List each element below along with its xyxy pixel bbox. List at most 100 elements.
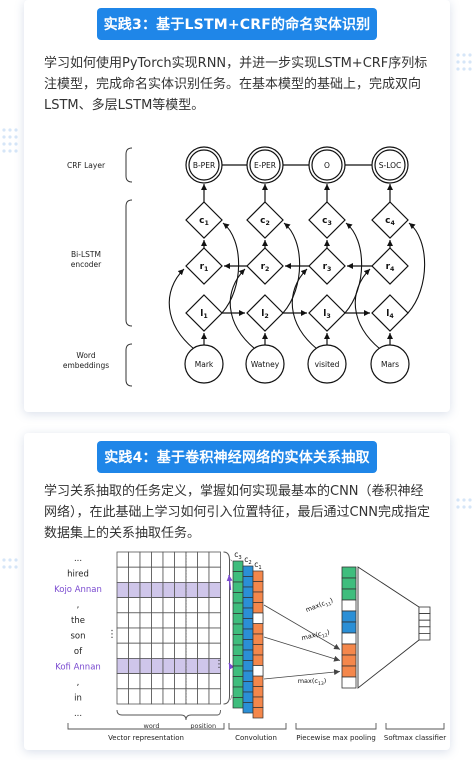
token-label: in <box>74 694 82 704</box>
matrix-cell <box>185 551 198 568</box>
label-softmax-classifier: Softmax classifier <box>384 734 446 742</box>
conv-channel-c2-cell <box>242 702 254 714</box>
matrix-cell <box>139 642 152 659</box>
conv-channel-c2-cell <box>242 639 254 651</box>
conv-channel-c2-cell <box>242 670 254 682</box>
matrix-cell <box>185 627 198 644</box>
matrix-cell <box>197 582 210 599</box>
pool-arrow <box>263 669 341 680</box>
matrix-cell <box>197 688 210 705</box>
matrix-cell <box>185 612 198 629</box>
matrix-cell <box>116 627 129 644</box>
pool-cell <box>341 577 357 590</box>
crf-tag-label: O <box>324 161 330 170</box>
guide-line <box>230 694 233 701</box>
matrix-cell <box>174 566 187 583</box>
matrix-cell <box>151 551 164 568</box>
c-cell-label: c4 <box>385 216 395 227</box>
matrix-cell <box>162 642 175 659</box>
softmax-cell <box>418 619 431 628</box>
matrix-cell <box>162 612 175 629</box>
matrix-cell <box>197 597 210 614</box>
conv-channel-c3-cell <box>232 571 244 583</box>
matrix-cell <box>151 642 164 659</box>
matrix-cell <box>197 642 210 659</box>
pool-arrow <box>263 604 341 650</box>
section-bracket <box>385 723 445 730</box>
practice-4-description: 学习关系抽取的任务定义，掌握如何实现最基本的CNN（卷积神经网络），在此基础上学… <box>44 484 431 541</box>
matrix-cell <box>128 688 141 705</box>
conv-segment-break <box>252 665 264 677</box>
conv-channel-c1-cell <box>252 675 264 687</box>
matrix-cell <box>128 642 141 659</box>
matrix-cell <box>151 673 164 690</box>
matrix-cell <box>162 688 175 705</box>
matrix-cell <box>174 582 187 599</box>
label-embeddings: embeddings <box>63 361 109 370</box>
matrix-bracket <box>223 551 230 705</box>
matrix-cell <box>174 673 187 690</box>
matrix-cell <box>185 673 198 690</box>
conv-channel-c3-cell <box>232 634 244 646</box>
section-bracket <box>228 723 287 730</box>
matrix-cell <box>208 551 221 568</box>
crf-tag-node-inner <box>249 149 281 181</box>
r-cell-label: r3 <box>323 262 332 273</box>
matrix-cell <box>174 658 187 675</box>
matrix-cell <box>197 627 210 644</box>
matrix-cell <box>174 688 187 705</box>
conv-channel-c3-cell <box>232 686 244 698</box>
matrix-cell <box>208 627 221 644</box>
conv-channel-c2-cell <box>242 681 254 693</box>
crf-tag-node <box>371 146 409 184</box>
conv-channel-c1-cell <box>252 686 264 698</box>
word-embedding-node <box>370 344 410 384</box>
label-convolution: Convolution <box>235 734 277 742</box>
matrix-cell <box>151 566 164 583</box>
label-bilstm: Bi-LSTM <box>71 250 101 259</box>
matrix-cell <box>139 551 152 568</box>
word-to-r-arrow <box>229 268 256 350</box>
bracket-word <box>125 343 133 387</box>
matrix-cell <box>139 597 152 614</box>
matrix-cell <box>174 612 187 629</box>
pool-cell <box>341 643 357 656</box>
softmax-funnel <box>357 566 420 689</box>
conv-channel-c3-cell <box>232 697 244 709</box>
matrix-cell <box>174 627 187 644</box>
matrix-cell <box>208 582 221 599</box>
ellipsis-marker: ⋮ <box>107 629 117 640</box>
l-cell-label: l1 <box>200 309 207 320</box>
token-label: of <box>74 647 83 657</box>
matrix-cell <box>151 627 164 644</box>
c-cell-diamond <box>246 201 284 239</box>
conv-channel-c2-cell <box>242 691 254 703</box>
matrix-cell <box>139 658 152 675</box>
section-bracket <box>295 723 377 730</box>
conv-channel-c2-cell <box>242 660 254 672</box>
crf-tag-node <box>308 146 346 184</box>
matrix-cell <box>174 551 187 568</box>
conv-channel-c2-cell <box>242 618 254 630</box>
token-label: , <box>77 601 80 611</box>
pool-cell <box>341 588 357 601</box>
matrix-cell <box>151 597 164 614</box>
crf-tag-label: E-PER <box>254 161 276 170</box>
conv-channel-c3-cell <box>232 623 244 635</box>
softmax-cell <box>418 606 431 614</box>
r-cell-diamond <box>185 247 223 285</box>
token-label: ... <box>74 709 82 719</box>
conv-channel-c1-cell <box>252 633 264 645</box>
matrix-cell <box>208 612 221 629</box>
matrix-cell <box>128 566 141 583</box>
conv-channel-c3-cell <box>232 665 244 677</box>
pool-cell <box>341 621 357 634</box>
purple-arrow <box>228 662 235 670</box>
c-cell-label: c2 <box>260 216 270 227</box>
matrix-cell <box>116 658 129 675</box>
matrix-cell <box>185 582 198 599</box>
word-embedding-node <box>184 344 224 384</box>
matrix-cell <box>208 673 221 690</box>
conv-channel-c1-cell <box>252 696 264 708</box>
matrix-cell <box>162 551 175 568</box>
